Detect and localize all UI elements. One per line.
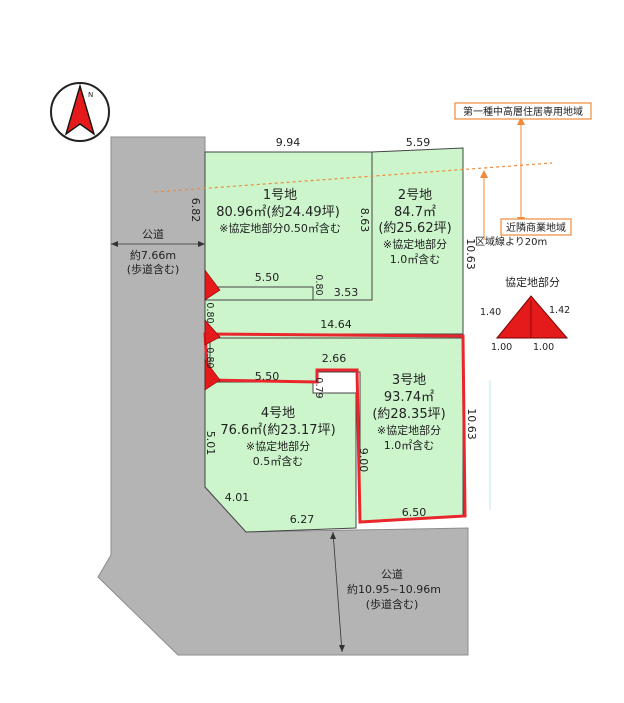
dim-bevel: 4.01	[225, 491, 250, 504]
lot-4-note2: 0.5㎡含む	[253, 454, 304, 468]
south-road-label: 公道	[381, 567, 403, 581]
arrow-up-icon	[517, 117, 525, 125]
west-road-label: 公道	[142, 227, 164, 241]
dim-notch-low-w: 5.50	[255, 370, 280, 383]
legend-right-side: 1.42	[549, 305, 570, 316]
lot-3-area: 93.74㎡	[384, 390, 434, 405]
lot-3-note2: 1.0㎡含む	[384, 438, 435, 452]
lot-4-note: ※協定地部分	[246, 439, 310, 453]
lot-4-area: 76.6㎡(約23.17坪)	[220, 423, 335, 438]
zone-upper-label: 第一種中高層住居専用地域	[463, 105, 583, 118]
lot-2-note2: 1.0㎡含む	[390, 252, 441, 266]
arrow-up-icon	[480, 170, 488, 178]
dim-top-left: 9.94	[276, 136, 301, 149]
compass-arrow-icon	[64, 83, 96, 136]
dim-lot3-inner: 9.00	[357, 448, 370, 473]
dim-corner-b: 0.80	[204, 347, 215, 368]
zone-boundary-note: 区域線より20m	[475, 235, 547, 248]
dim-west-upper: 6.82	[189, 198, 202, 223]
dim-south-right: 6.50	[402, 506, 427, 519]
lot-2-area: 84.7㎡	[394, 205, 436, 220]
legend-bottom-left: 1.00	[491, 342, 512, 353]
lot-1-name: 1号地	[263, 188, 297, 203]
lot-3-note: ※協定地部分	[377, 423, 441, 437]
agreement-triangle	[204, 319, 221, 346]
dim-east-upper: 10.63	[464, 238, 477, 270]
legend-left-side: 1.40	[480, 307, 501, 318]
compass-letter: N	[88, 91, 93, 99]
lot-3-outline	[203, 332, 467, 524]
legend-bottom-right: 1.00	[533, 342, 554, 353]
zone-lower-box	[500, 218, 572, 236]
dim-notch-low-h: 0.79	[313, 377, 324, 398]
west-road-note: (歩道含む)	[127, 262, 180, 276]
agreement-legend-title: 協定地部分	[505, 275, 560, 289]
lot-3-area-tsubo: (約28.35坪)	[372, 407, 445, 422]
lot-3-name: 3号地	[392, 373, 426, 388]
arrow-up-icon	[330, 532, 336, 539]
dim-notch-top-right: 3.53	[334, 286, 359, 299]
dim-notch-low-top: 2.66	[322, 352, 347, 365]
lot-1-area: 80.96㎡(約24.49坪)	[216, 205, 340, 220]
agreement-triangle	[204, 359, 221, 391]
zone-lower-label: 近隣商業地域	[506, 221, 566, 234]
south-road-dim-line	[332, 531, 343, 653]
arrow-right-icon	[198, 241, 205, 247]
dim-corner-a: 0.80	[204, 302, 215, 323]
dim-east-lower: 10.63	[465, 408, 478, 440]
dim-top-right: 5.59	[406, 136, 431, 149]
zone-boundary-line	[154, 162, 553, 193]
agreement-triangle	[204, 269, 221, 301]
south-road-width: 約10.95~10.96m	[347, 582, 441, 596]
dim-west-lower: 5.01	[204, 431, 217, 456]
lot-2-name: 2号地	[398, 188, 432, 203]
dim-lot1-inner: 8.63	[358, 208, 371, 233]
west-road-width: 約7.66m	[130, 248, 176, 262]
dim-notch-top-h: 0.80	[313, 274, 324, 295]
lot-2-area-tsubo: (約25.62坪)	[378, 221, 451, 236]
lot-1-note: ※協定地部分0.50㎡含む	[219, 221, 341, 235]
dim-notch-top-w: 5.50	[255, 271, 280, 284]
agreement-legend-triangle	[495, 295, 569, 339]
dim-south-left: 6.27	[290, 513, 315, 526]
lot-4-name: 4号地	[261, 406, 295, 421]
lot-2	[204, 147, 464, 335]
lot-2-note: ※協定地部分	[383, 237, 447, 251]
dim-mid-width: 14.64	[320, 318, 352, 331]
zone-upper-box	[454, 102, 592, 120]
lot-2-flag	[204, 286, 314, 301]
arrow-down-icon	[339, 645, 345, 652]
south-road-note: (歩道含む)	[366, 597, 419, 611]
arrow-left-icon	[111, 241, 118, 247]
